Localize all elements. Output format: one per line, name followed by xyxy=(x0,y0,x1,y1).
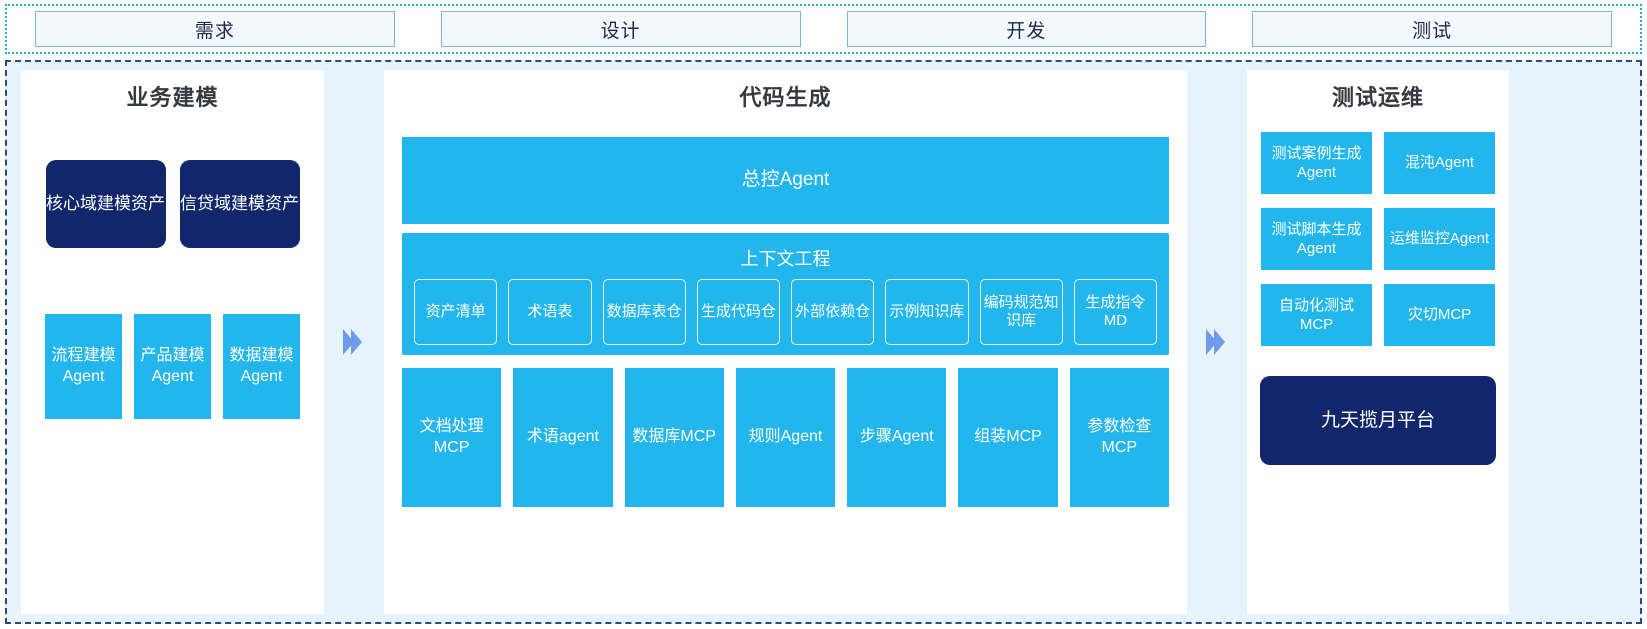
phase-tab-label: 开发 xyxy=(1006,20,1047,42)
phase-strip: 需求 设计 开发 测试 xyxy=(5,4,1642,54)
card-label: 测试案例生成Agent xyxy=(1271,144,1362,182)
card-rule-agent[interactable]: 规则Agent xyxy=(735,368,836,507)
context-engineering-title: 上下文工程 xyxy=(740,249,831,269)
card-document-processing-mcp[interactable]: 文档处理MCP xyxy=(402,368,502,507)
card-assembly-mcp[interactable]: 组装MCP xyxy=(958,368,1058,507)
card-test-case-generation-agent[interactable]: 测试案例生成Agent xyxy=(1261,132,1372,194)
context-item-external-dependency-repo[interactable]: 外部依赖仓 xyxy=(791,279,875,345)
phase-tab-label: 需求 xyxy=(194,20,235,42)
context-engineering-block: 上下文工程 资产清单 术语表 数据库表仓 生成代码仓 xyxy=(402,233,1169,355)
context-item-label: 资产清单 xyxy=(425,302,486,320)
context-item-label: 示例知识库 xyxy=(889,302,965,320)
code-generation-content: 总控Agent 上下文工程 资产清单 术语表 数据库表仓 xyxy=(384,118,1187,507)
card-label: 参数检查MCP xyxy=(1087,417,1152,456)
card-label: 九天揽月平台 xyxy=(1320,409,1435,431)
card-label: 规则Agent xyxy=(748,428,823,446)
card-ops-monitoring-agent[interactable]: 运维监控Agent xyxy=(1384,208,1495,270)
context-item-label: 外部依赖仓 xyxy=(795,302,871,320)
card-label: 文档处理MCP xyxy=(419,417,484,456)
panel-business-modeling: 业务建模 核心域建模资产 信贷域建模资产 流程建模Agent 产品建模Agent… xyxy=(21,70,324,614)
context-item-label: 生成指令MD xyxy=(1085,293,1146,329)
card-label: 核心域建模资产 xyxy=(46,194,165,214)
phase-tab-label: 设计 xyxy=(600,20,641,42)
card-label: 产品建模Agent xyxy=(140,346,205,385)
card-automated-test-mcp[interactable]: 自动化测试MCP xyxy=(1261,284,1372,346)
card-label: 数据库MCP xyxy=(632,428,716,446)
panel-title-test-operations: 测试运维 xyxy=(1331,85,1424,110)
card-chaos-agent[interactable]: 混沌Agent xyxy=(1384,132,1495,194)
test-ops-card-grid: 测试案例生成Agent 混沌Agent 测试脚本生成Agent 运维监控Agen… xyxy=(1261,132,1495,346)
context-item-db-table-repo[interactable]: 数据库表仓 xyxy=(602,279,686,345)
context-item-label: 编码规范知识库 xyxy=(983,293,1059,329)
panel-title-business-modeling: 业务建模 xyxy=(126,85,219,110)
card-label: 信贷域建模资产 xyxy=(180,194,299,214)
card-label: 自动化测试MCP xyxy=(1278,296,1354,334)
context-item-coding-standard-kb[interactable]: 编码规范知识库 xyxy=(979,279,1063,345)
flow-arrow-right xyxy=(1187,70,1247,614)
card-test-script-generation-agent[interactable]: 测试脚本生成Agent xyxy=(1261,208,1372,270)
card-label: 术语agent xyxy=(526,428,599,446)
tool-card-row: 文档处理MCP 术语agent 数据库MCP 规则Agent 步骤Agent xyxy=(402,368,1169,507)
card-parameter-check-mcp[interactable]: 参数检查MCP xyxy=(1069,368,1169,507)
panel-code-generation: 代码生成 总控Agent 上下文工程 资产清单 术语表 xyxy=(384,70,1187,614)
card-core-domain-asset[interactable]: 核心域建模资产 xyxy=(45,160,166,248)
domain-asset-group: 核心域建模资产 信贷域建模资产 xyxy=(45,160,300,248)
card-glossary-agent[interactable]: 术语agent xyxy=(513,368,613,507)
context-item-generated-code-repo[interactable]: 生成代码仓 xyxy=(696,279,780,345)
context-item-label: 生成代码仓 xyxy=(700,302,776,320)
card-database-mcp[interactable]: 数据库MCP xyxy=(624,368,724,507)
card-master-agent[interactable]: 总控Agent xyxy=(402,137,1169,224)
card-credit-domain-asset[interactable]: 信贷域建模资产 xyxy=(179,160,300,248)
card-label: 步骤Agent xyxy=(859,428,934,446)
panel-title-code-generation: 代码生成 xyxy=(739,85,832,110)
main-content-area: 业务建模 核心域建模资产 信贷域建模资产 流程建模Agent 产品建模Agent… xyxy=(5,60,1642,624)
modeling-agent-group: 流程建模Agent 产品建模Agent 数据建模Agent xyxy=(45,314,300,419)
phase-tab-requirements[interactable]: 需求 xyxy=(35,11,395,47)
card-disaster-switch-mcp[interactable]: 灾切MCP xyxy=(1384,284,1495,346)
context-item-list: 资产清单 术语表 数据库表仓 生成代码仓 外部依赖仓 xyxy=(414,279,1157,345)
card-data-modeling-agent[interactable]: 数据建模Agent xyxy=(223,314,300,419)
card-label: 测试脚本生成Agent xyxy=(1271,220,1362,258)
card-label: 组装MCP xyxy=(974,428,1042,446)
card-label: 混沌Agent xyxy=(1404,154,1475,172)
context-item-asset-inventory[interactable]: 资产清单 xyxy=(414,279,498,345)
card-label: 数据建模Agent xyxy=(229,346,294,385)
context-item-example-knowledge-base[interactable]: 示例知识库 xyxy=(885,279,969,345)
context-item-label: 数据库表仓 xyxy=(606,302,682,320)
context-item-label: 术语表 xyxy=(527,302,573,320)
card-process-modeling-agent[interactable]: 流程建模Agent xyxy=(45,314,122,419)
double-chevron-right-icon xyxy=(343,329,362,355)
phase-tab-label: 测试 xyxy=(1412,20,1453,42)
double-chevron-right-icon xyxy=(1206,329,1225,355)
phase-tab-testing[interactable]: 测试 xyxy=(1252,11,1612,47)
phase-tab-development[interactable]: 开发 xyxy=(846,11,1207,47)
flow-arrow-left xyxy=(324,70,384,614)
card-product-modeling-agent[interactable]: 产品建模Agent xyxy=(134,314,211,419)
context-item-generation-instruction-md[interactable]: 生成指令MD xyxy=(1073,279,1157,345)
panel-test-operations: 测试运维 测试案例生成Agent 混沌Agent 测试脚本生成Agent 运维监… xyxy=(1247,70,1509,614)
card-label: 灾切MCP xyxy=(1407,306,1472,324)
card-label: 运维监控Agent xyxy=(1389,230,1490,248)
context-item-glossary[interactable]: 术语表 xyxy=(508,279,592,345)
card-jiutian-lanyue-platform[interactable]: 九天揽月平台 xyxy=(1260,376,1496,465)
phase-tab-design[interactable]: 设计 xyxy=(440,11,801,47)
card-step-agent[interactable]: 步骤Agent xyxy=(847,368,947,507)
card-label: 总控Agent xyxy=(741,169,830,191)
card-label: 流程建模Agent xyxy=(51,346,116,385)
